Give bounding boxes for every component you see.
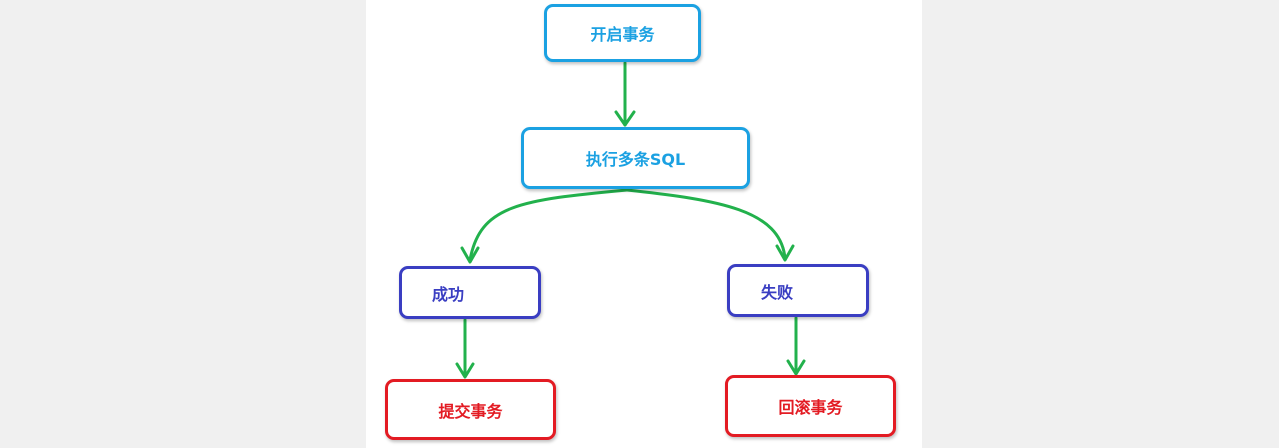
node-commit-transaction: 提交事务 xyxy=(385,379,556,440)
node-start-transaction-label: 开启事务 xyxy=(590,25,655,44)
node-execute-sql: 执行多条SQL xyxy=(521,127,750,189)
node-commit-transaction-label: 提交事务 xyxy=(438,401,503,421)
node-success: 成功 xyxy=(399,266,541,319)
node-failure-label: 失败 xyxy=(761,282,794,302)
node-rollback-transaction-label: 回滚事务 xyxy=(778,398,843,417)
node-start-transaction: 开启事务 xyxy=(544,4,701,62)
node-rollback-transaction: 回滚事务 xyxy=(725,375,896,437)
node-success-label: 成功 xyxy=(432,284,465,304)
node-failure: 失败 xyxy=(727,264,869,317)
node-execute-sql-label: 执行多条SQL xyxy=(585,150,686,169)
